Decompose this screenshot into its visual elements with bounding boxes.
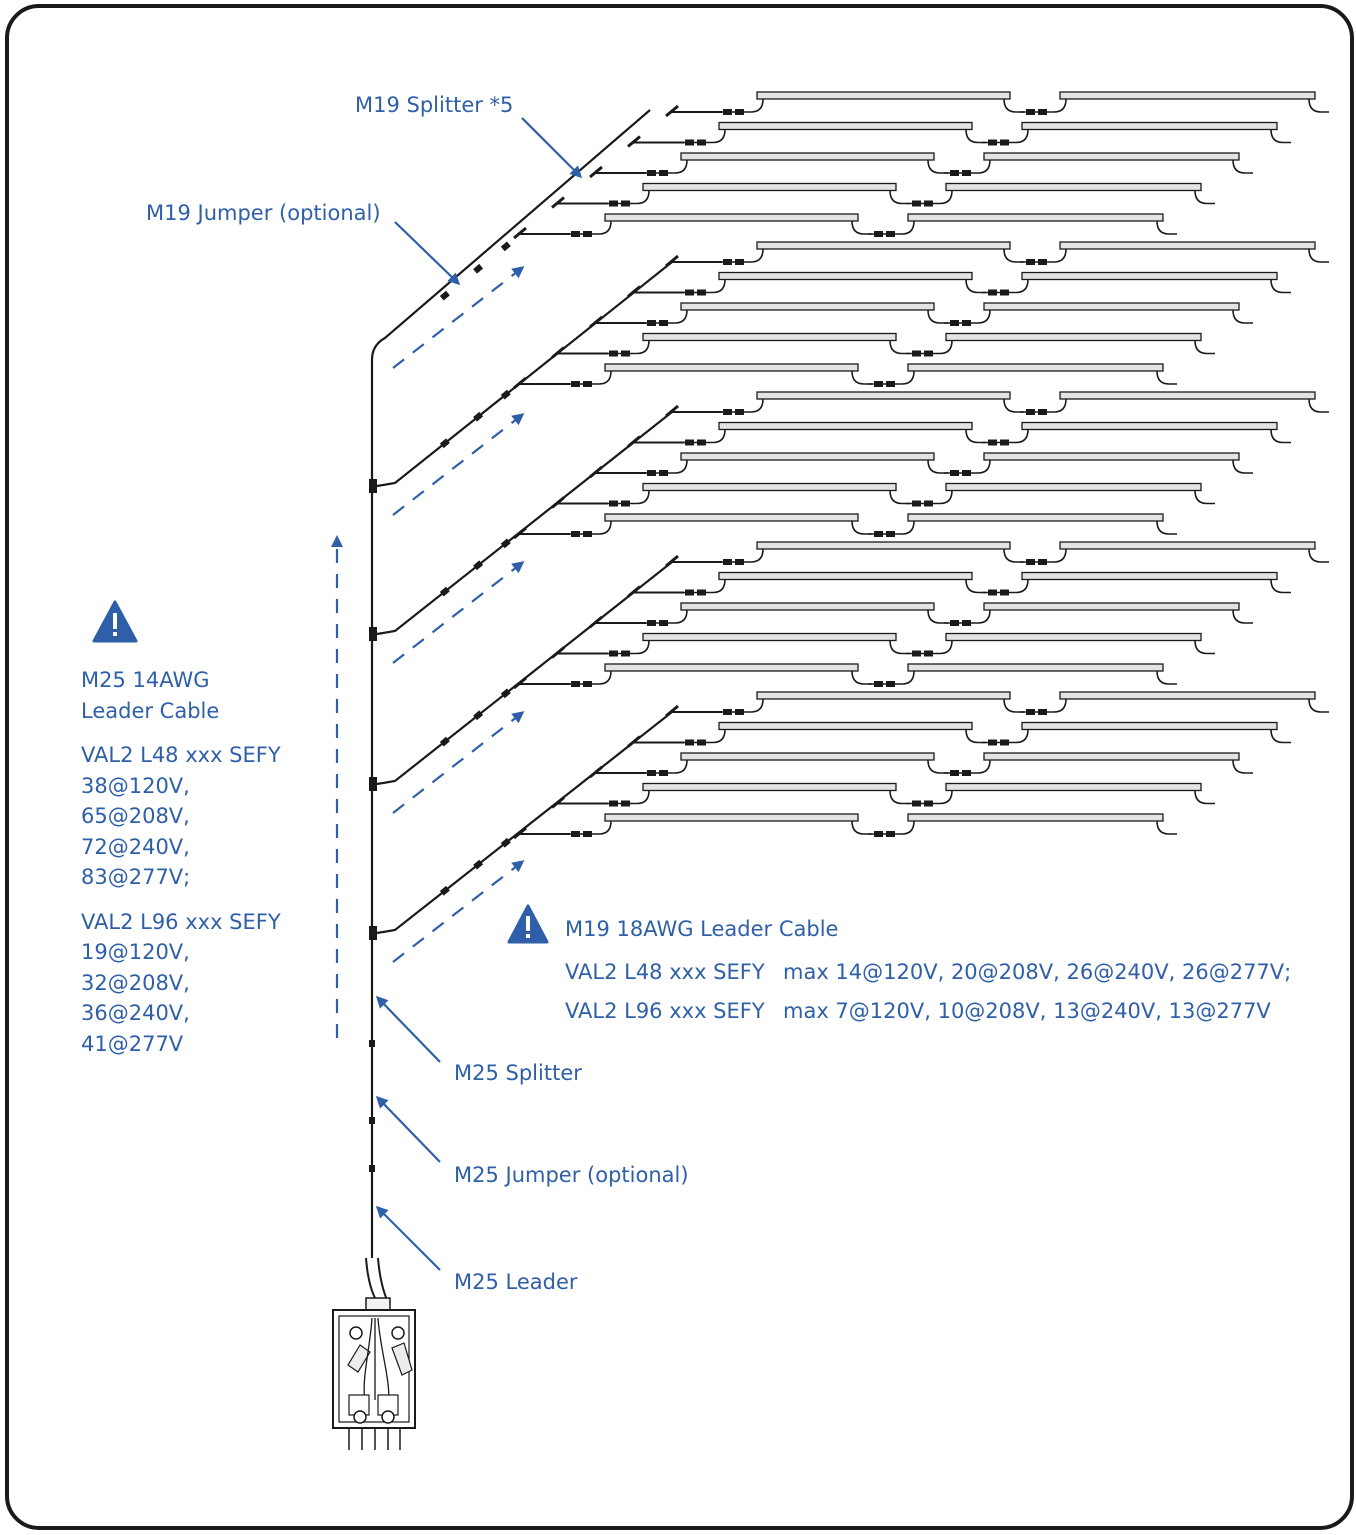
l48-value: 72@240V,: [81, 834, 190, 859]
fixture: [945, 332, 1202, 342]
fixture-group: [392, 91, 1329, 369]
fixture: [945, 632, 1202, 642]
fixture: [680, 302, 935, 311]
m19-splitter-arrow: [521, 117, 583, 179]
fixture: [756, 391, 1011, 400]
fixture: [945, 182, 1202, 192]
fixture: [1021, 271, 1278, 281]
l48-title: VAL2 L48 xxx SEFY: [81, 743, 281, 767]
m25-leader-label: M25 Leader: [454, 1270, 578, 1294]
fixture: [756, 541, 1011, 550]
fixture: [907, 213, 1164, 222]
l96-value: 32@208V,: [81, 970, 190, 995]
fixture: [680, 752, 935, 761]
fixture: [642, 482, 897, 492]
warning-icon: [92, 600, 138, 643]
fixture: [642, 632, 897, 642]
fixture: [642, 182, 897, 192]
warning-icon: [507, 904, 549, 944]
fixture: [907, 363, 1164, 372]
fixture-array: [369, 91, 1329, 963]
fixture: [1059, 391, 1316, 400]
m25-leader-arrow: [375, 1205, 441, 1271]
fixture: [756, 691, 1011, 700]
fixture: [1021, 121, 1278, 131]
fixture: [1021, 721, 1278, 731]
fixture: [680, 452, 935, 461]
fixture: [604, 813, 859, 822]
fixture: [718, 271, 973, 281]
fixture: [604, 663, 859, 672]
m19-note-title: M19 18AWG Leader Cable: [565, 917, 839, 941]
fixture: [983, 752, 1240, 761]
m19-note-row2-label: VAL2 L96 xxx SEFY: [565, 999, 765, 1023]
m19-note-row1-label: VAL2 L48 xxx SEFY: [565, 960, 765, 984]
fixture: [1021, 421, 1278, 431]
m25-splitter-arrow: [375, 995, 441, 1063]
m25-jumper-arrow: [375, 1095, 441, 1163]
l96-value: 19@120V,: [81, 940, 190, 964]
fixture: [907, 663, 1164, 672]
cable-title: M25 14AWG: [81, 668, 210, 692]
fixture: [756, 241, 1011, 250]
m25-splitter-label: M25 Splitter: [454, 1061, 582, 1085]
fixture: [983, 602, 1240, 611]
m19-jumper-label: M19 Jumper (optional): [146, 201, 381, 225]
fixture: [983, 302, 1240, 311]
l96-value: 41@277V: [81, 1031, 184, 1056]
fixture-group: [369, 541, 1329, 814]
fixture: [945, 482, 1202, 492]
fixture: [983, 152, 1240, 161]
fixture: [604, 363, 859, 372]
fixture: [718, 121, 973, 131]
fixture: [1059, 241, 1316, 250]
l48-value: 83@277V;: [81, 865, 191, 889]
junction-box: [332, 1257, 416, 1450]
diagram-border: [5, 4, 1354, 1530]
fixture: [756, 91, 1011, 100]
m19-note-row1-values: max 14@120V, 20@208V, 26@240V, 26@277V;: [783, 960, 1292, 984]
cable-title: Leader Cable: [81, 698, 220, 723]
m25-leader-cable-info: M25 14AWG Leader Cable VAL2 L48 xxx SEFY…: [81, 665, 281, 1059]
fixture-group: [369, 391, 1329, 664]
fixture: [1059, 541, 1316, 550]
m19-jumper-arrow: [394, 221, 461, 286]
fixture: [1059, 691, 1316, 700]
fixture: [1021, 571, 1278, 581]
l48-value: 65@208V,: [81, 804, 190, 828]
fixture: [983, 452, 1240, 461]
fixture: [1059, 91, 1316, 100]
l96-value: 36@240V,: [81, 1001, 190, 1025]
fixture: [907, 813, 1164, 822]
fixture: [718, 721, 973, 731]
fixture: [907, 513, 1164, 522]
fixture: [604, 213, 859, 222]
l96-title: VAL2 L96 xxx SEFY: [81, 909, 281, 934]
m19-splitter-label: M19 Splitter *5: [355, 93, 514, 117]
fixture: [642, 332, 897, 342]
m19-note-row2-values: max 7@120V, 10@208V, 13@240V, 13@277V: [783, 999, 1271, 1023]
fixture: [945, 782, 1202, 792]
fixture-group: [369, 691, 1329, 963]
fixture: [604, 513, 859, 522]
l48-value: 38@120V,: [81, 773, 190, 798]
fixture: [680, 602, 935, 611]
fixture-group: [369, 241, 1329, 516]
fixture: [718, 571, 973, 581]
fixture: [642, 782, 897, 792]
m25-jumper-label: M25 Jumper (optional): [454, 1163, 689, 1187]
fixture: [718, 421, 973, 431]
m25-trunk: [369, 109, 651, 1258]
fixture: [680, 152, 935, 161]
